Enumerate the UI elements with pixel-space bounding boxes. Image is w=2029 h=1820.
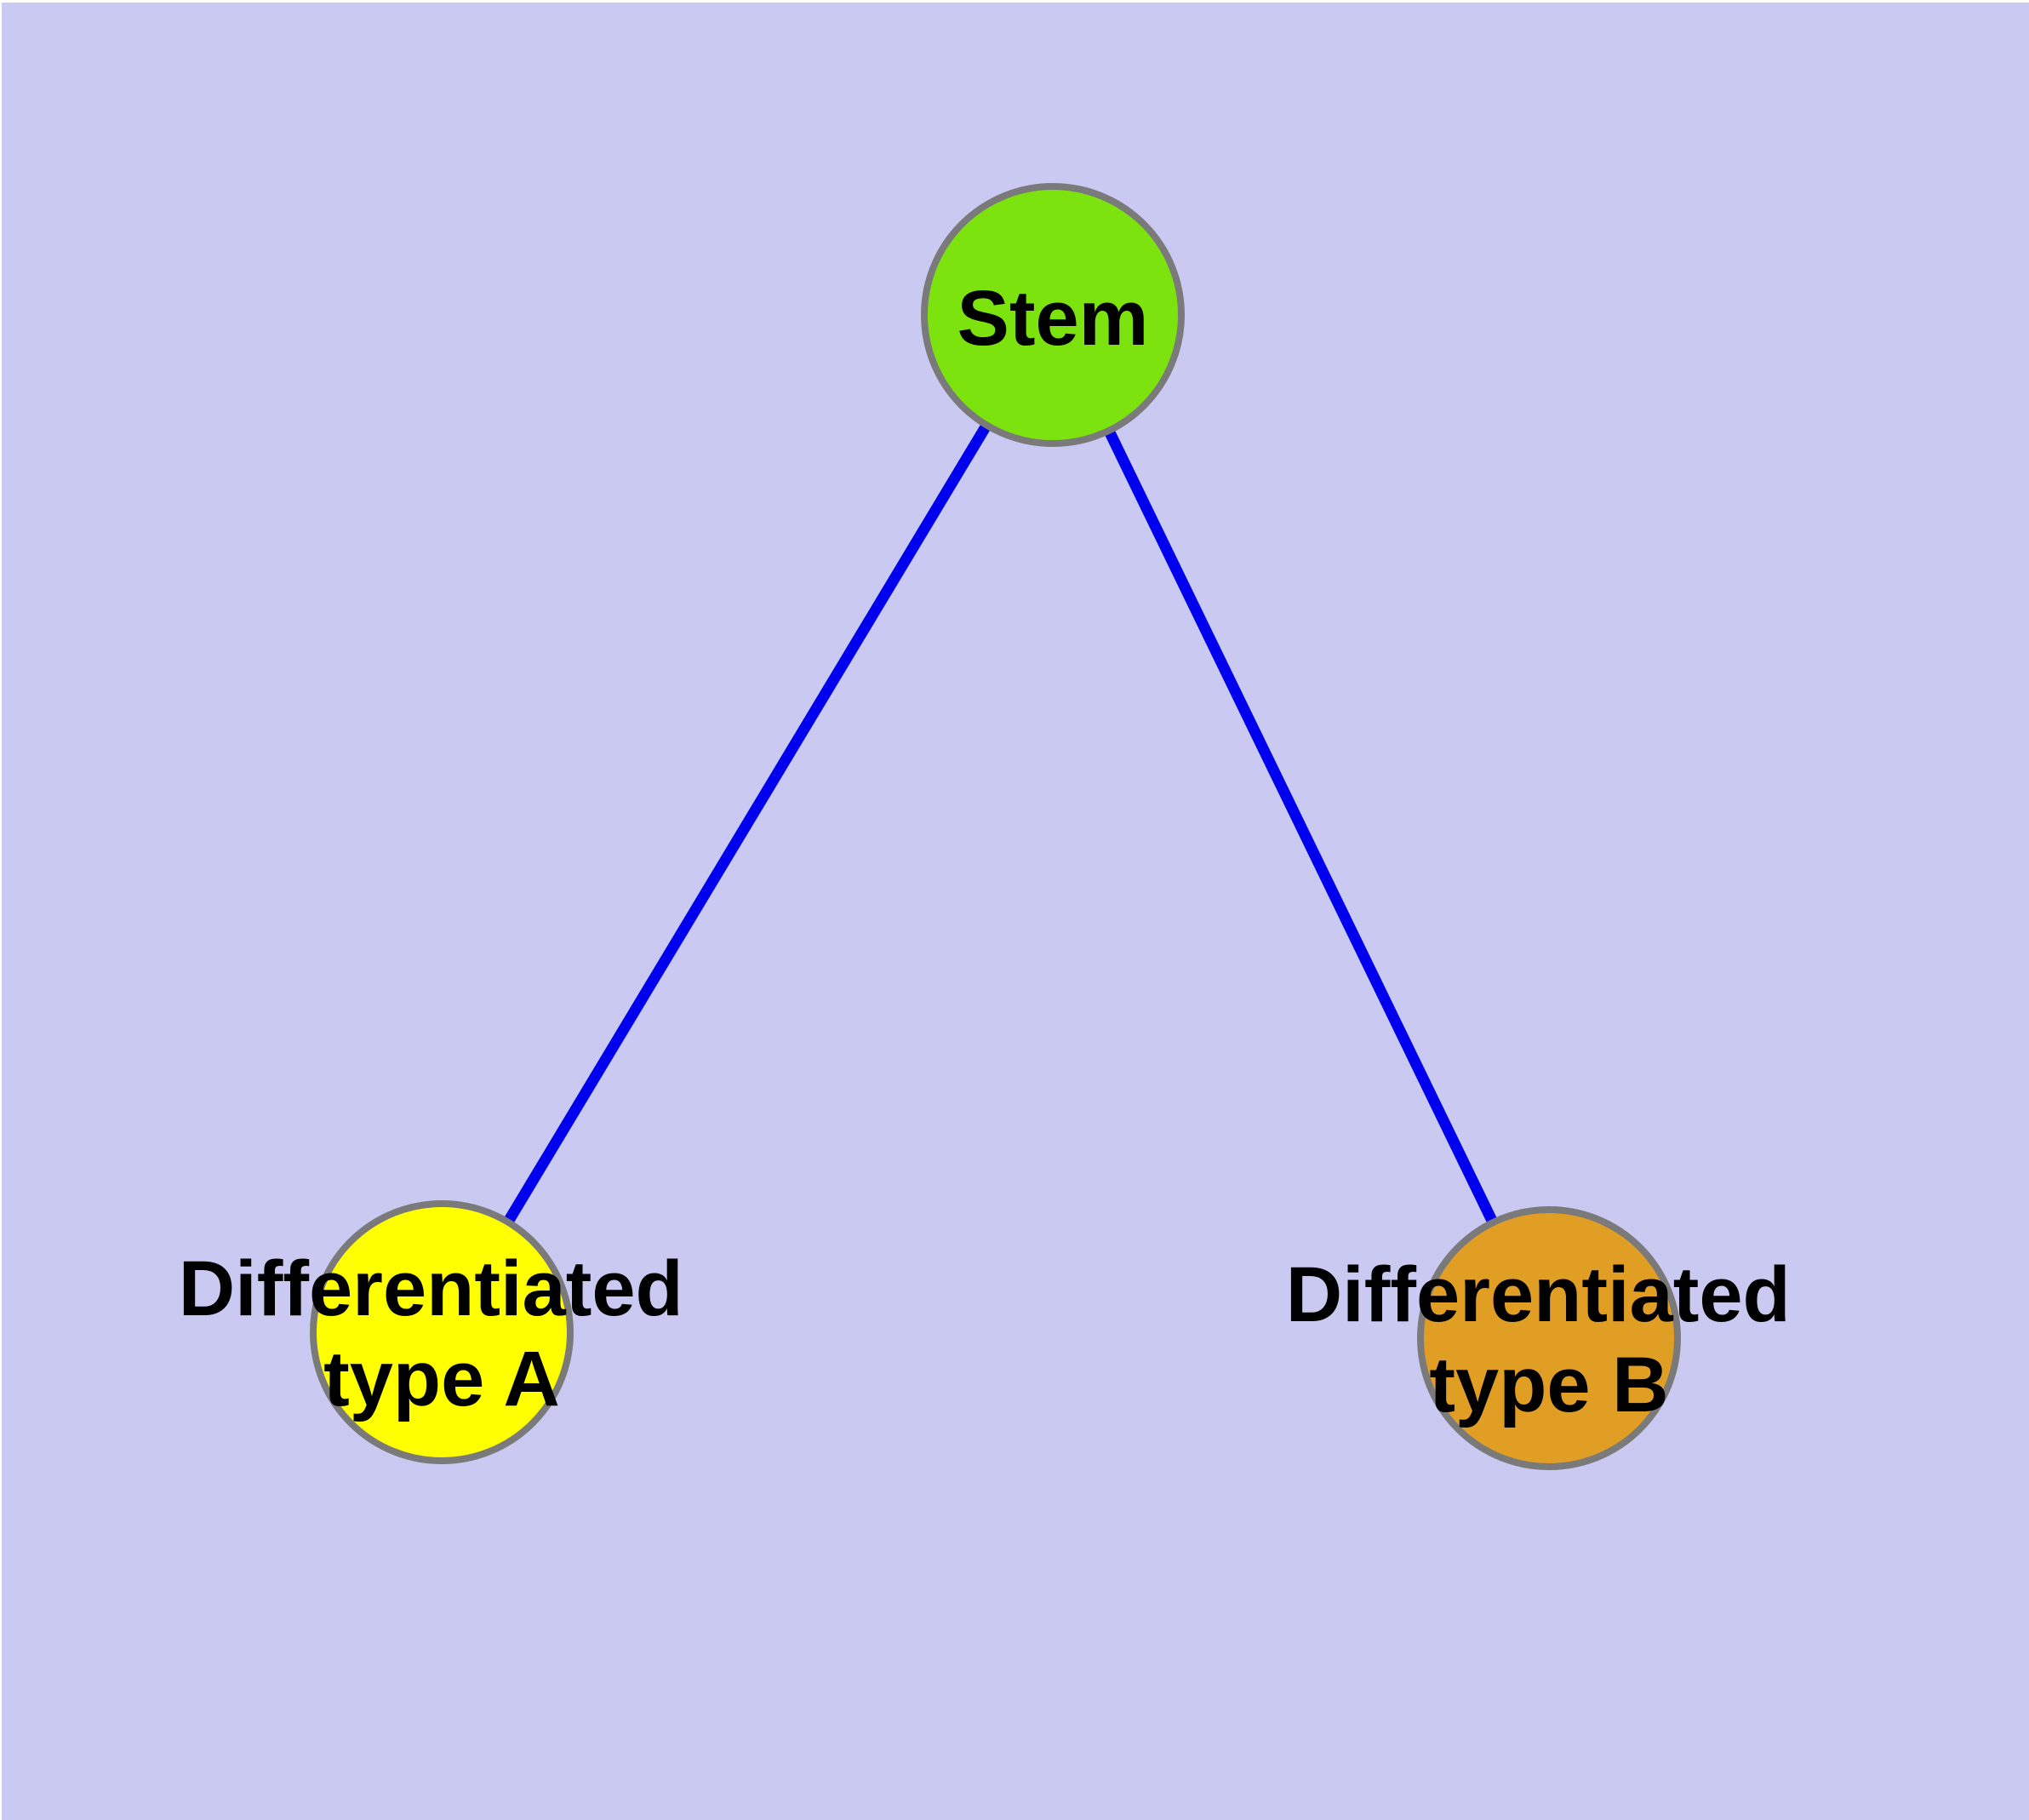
node-type-a-label: Differentiated type A — [179, 1245, 706, 1422]
node-stem: Stem — [921, 183, 1185, 447]
node-type-a-circle — [310, 1200, 574, 1464]
node-stem-label: Stem — [957, 275, 1149, 362]
node-type-b-label: Differentiated type B — [1286, 1251, 1813, 1428]
node-type-a-label-line1: Differentiated — [179, 1245, 683, 1332]
node-type-b-label-line1: Differentiated — [1286, 1251, 1791, 1338]
edge-stem-to-type-a — [437, 312, 1058, 1336]
edge-stem-to-type-b — [1048, 312, 1554, 1341]
node-type-b-circle — [1417, 1206, 1681, 1470]
node-type-a: Differentiated type A — [179, 1200, 706, 1464]
node-stem-circle — [921, 183, 1185, 447]
node-type-b-label-line2: type B — [1429, 1342, 1668, 1428]
node-type-a-label-line2: type A — [323, 1336, 560, 1422]
node-type-b: Differentiated type B — [1286, 1206, 1813, 1470]
